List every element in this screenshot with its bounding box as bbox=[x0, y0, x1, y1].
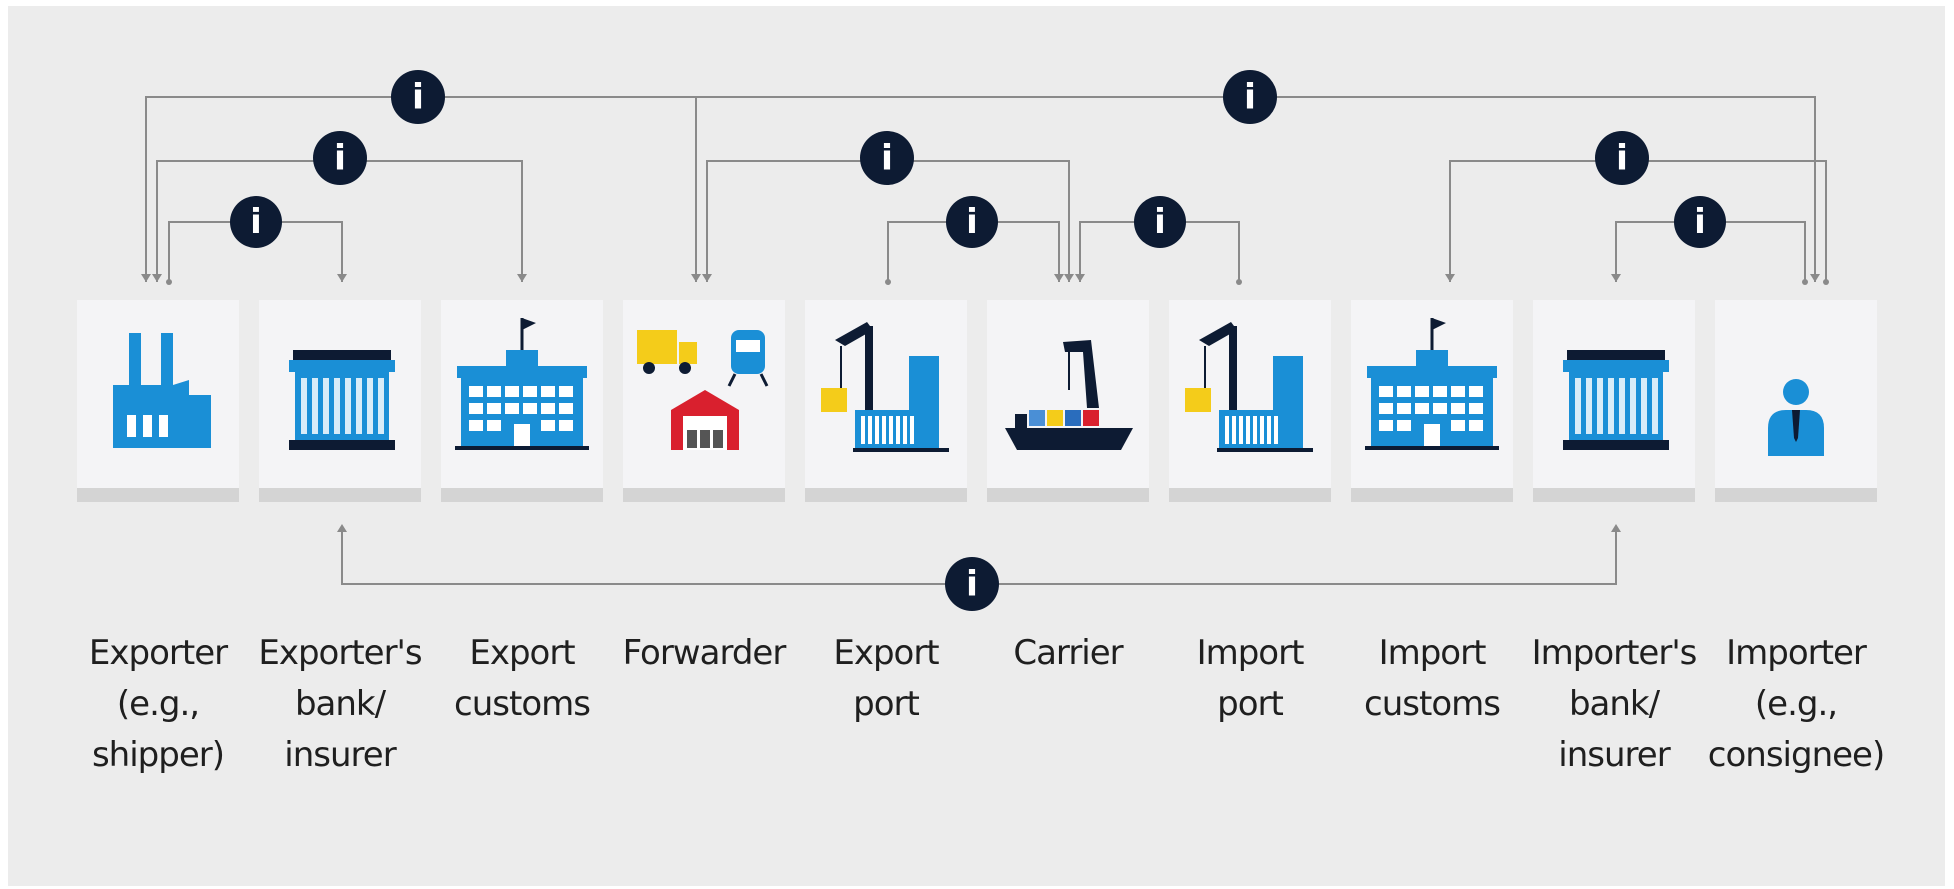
actor-label-line: Export bbox=[833, 633, 939, 673]
info-icon[interactable]: i bbox=[1674, 196, 1726, 248]
actor-tile-import-port bbox=[1169, 300, 1331, 502]
actor-label-line: consignee) bbox=[1707, 735, 1885, 775]
connector-dot bbox=[166, 279, 172, 285]
actor-label-line: Import bbox=[1378, 633, 1487, 673]
arrowhead bbox=[337, 274, 347, 282]
actor-label-importer-bank: Importer's bank/insurer bbox=[1519, 628, 1709, 781]
actor-label-line: Importer's bbox=[1531, 633, 1698, 673]
info-icon[interactable]: i bbox=[1223, 70, 1277, 124]
info-icon[interactable]: i bbox=[313, 131, 367, 185]
actor-label-export-customs: Export customs bbox=[427, 628, 617, 730]
actor-tile-export-port bbox=[805, 300, 967, 502]
actor-label-export-port: Export port bbox=[791, 628, 981, 730]
arrowhead bbox=[152, 274, 162, 282]
actor-label-line: bank/ bbox=[294, 684, 386, 724]
actor-label-importer: Importer (e.g., consignee) bbox=[1701, 628, 1891, 781]
container-ship-icon bbox=[1005, 340, 1133, 450]
arrowhead bbox=[691, 274, 701, 282]
actor-label-line: (e.g., bbox=[1754, 684, 1838, 724]
info-icon[interactable]: i bbox=[1134, 196, 1186, 248]
bank-icon bbox=[289, 350, 395, 450]
info-icon[interactable]: i bbox=[945, 557, 999, 611]
info-icon[interactable]: i bbox=[1595, 131, 1649, 185]
actor-label-line: shipper) bbox=[91, 735, 225, 775]
actor-label-line: Exporter's bbox=[258, 633, 422, 673]
actor-label-line: Carrier bbox=[1013, 633, 1123, 673]
actor-label-line: customs bbox=[1364, 684, 1501, 724]
actor-tile-importer-bank bbox=[1533, 300, 1695, 502]
actor-tile-exporter-bank bbox=[259, 300, 421, 502]
actor-label-exporter: Exporter (e.g., shipper) bbox=[63, 628, 253, 781]
truck-train-warehouse-icon bbox=[637, 330, 769, 450]
arrowhead bbox=[1054, 274, 1064, 282]
arrowhead bbox=[337, 524, 347, 532]
arrowhead bbox=[1611, 524, 1621, 532]
actor-label-line: Import bbox=[1196, 633, 1305, 673]
person-icon bbox=[1768, 379, 1824, 456]
actor-label-line: (e.g., bbox=[116, 684, 200, 724]
actor-tile-carrier bbox=[987, 300, 1149, 502]
actor-tile-import-customs bbox=[1351, 300, 1513, 502]
actor-label-line: port bbox=[853, 684, 920, 724]
flow-exporter-forwarder-importer bbox=[145, 96, 1816, 282]
info-symbol: i bbox=[1154, 202, 1166, 242]
actor-tile-forwarder bbox=[623, 300, 785, 502]
info-symbol: i bbox=[412, 77, 424, 117]
arrowhead bbox=[1810, 274, 1820, 282]
connector-dot bbox=[1823, 279, 1829, 285]
arrowhead bbox=[1611, 274, 1621, 282]
info-icon[interactable]: i bbox=[946, 196, 998, 248]
actor-label-line: Export bbox=[469, 633, 575, 673]
actor-label-line: Importer bbox=[1726, 633, 1867, 673]
info-symbol: i bbox=[250, 202, 262, 242]
actor-label-line: customs bbox=[454, 684, 591, 724]
info-symbol: i bbox=[1244, 77, 1256, 117]
info-symbol: i bbox=[1694, 202, 1706, 242]
info-symbol: i bbox=[334, 138, 346, 178]
actor-label-import-port: Import port bbox=[1155, 628, 1345, 730]
arrowhead bbox=[1075, 274, 1085, 282]
info-icon[interactable]: i bbox=[391, 70, 445, 124]
customs-office-icon bbox=[455, 318, 589, 450]
actor-label-exporter-bank: Exporter's bank/insurer bbox=[245, 628, 435, 781]
arrowhead bbox=[141, 274, 151, 282]
actor-label-line: insurer bbox=[1558, 735, 1670, 775]
factory-icon bbox=[113, 333, 211, 448]
info-icon[interactable]: i bbox=[860, 131, 914, 185]
arrowhead bbox=[702, 274, 712, 282]
actor-label-forwarder: Forwarder bbox=[609, 628, 799, 679]
connector-dot bbox=[1802, 279, 1808, 285]
bank-icon bbox=[1563, 350, 1669, 450]
arrowhead bbox=[517, 274, 527, 282]
info-symbol: i bbox=[881, 138, 893, 178]
connector-dot bbox=[885, 279, 891, 285]
actor-label-import-customs: Import customs bbox=[1337, 628, 1527, 730]
info-symbol: i bbox=[1616, 138, 1628, 178]
actor-label-line: port bbox=[1217, 684, 1284, 724]
actor-label-line: Exporter bbox=[88, 633, 228, 673]
actor-tile-importer bbox=[1715, 300, 1877, 502]
port-crane-icon bbox=[1185, 322, 1313, 452]
actor-tile-export-customs bbox=[441, 300, 603, 502]
arrowhead bbox=[1064, 274, 1074, 282]
info-symbol: i bbox=[966, 564, 978, 604]
actor-label-line: Forwarder bbox=[622, 633, 787, 673]
connector-dot bbox=[1236, 279, 1242, 285]
arrowhead bbox=[1445, 274, 1455, 282]
port-crane-icon bbox=[821, 322, 949, 452]
actor-tile-exporter bbox=[77, 300, 239, 502]
actor-label-line: bank/ bbox=[1568, 684, 1660, 724]
info-icon[interactable]: i bbox=[230, 196, 282, 248]
actor-label-line: insurer bbox=[284, 735, 396, 775]
info-symbol: i bbox=[966, 202, 978, 242]
customs-office-icon bbox=[1365, 318, 1499, 450]
actor-label-carrier: Carrier bbox=[973, 628, 1163, 679]
